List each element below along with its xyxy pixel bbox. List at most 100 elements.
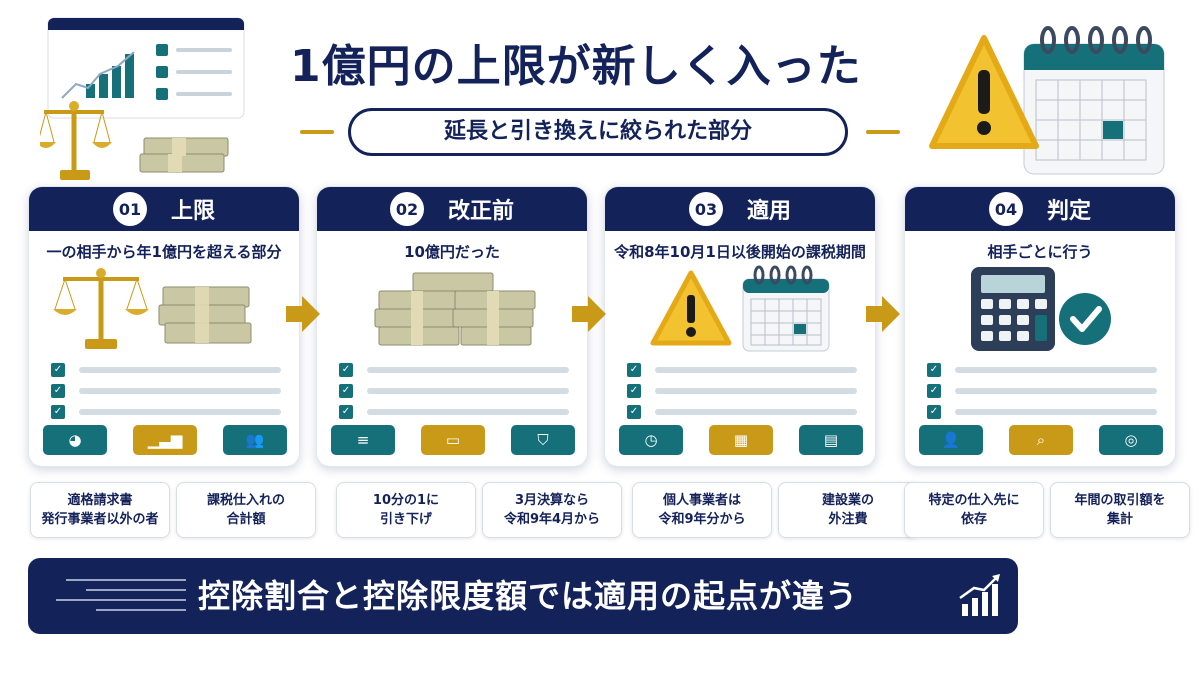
note-card: 適格請求書 発行事業者以外の者 xyxy=(30,482,170,538)
scales-money-illustration xyxy=(29,263,299,353)
checkbox-icon: ✓ xyxy=(627,404,641,419)
calendar-button[interactable]: ▦ xyxy=(709,425,773,455)
note-line: 適格請求書 xyxy=(67,493,133,508)
money-stacks-illustration xyxy=(317,263,587,353)
checkbox-icon: ✓ xyxy=(927,383,941,398)
note-line: 課税仕入れの xyxy=(206,493,285,508)
note-line: 10分の1に xyxy=(372,493,440,508)
summary-message: 控除割合と控除限度額では適用の起点が違う xyxy=(198,577,859,615)
note-line: 3月決算なら xyxy=(514,493,590,508)
page-title: 1億円の上限が新しく入った xyxy=(290,41,862,92)
note-line: 発行事業者以外の者 xyxy=(41,512,159,527)
step-number: 04 xyxy=(988,192,1023,226)
checkbox-icon: ✓ xyxy=(627,383,641,398)
users-icon: 👥 xyxy=(245,431,265,449)
shield-button[interactable]: ⛉ xyxy=(511,425,575,455)
note-card: 3月決算なら 令和9年4月から xyxy=(482,482,622,538)
card-description: 令和8年10月1日以後開始の課税期間 xyxy=(614,243,866,261)
shield-icon: ⛉ xyxy=(537,431,549,449)
placeholder-line xyxy=(955,387,1157,394)
step-number: 03 xyxy=(688,192,723,226)
calculator-check-illustration xyxy=(905,263,1175,353)
step-card-3: 03 適用 令和8年10月1日以後開始の課税期間 ✓ ✓ xyxy=(604,186,876,467)
database-button[interactable]: ≡ xyxy=(331,425,395,455)
note-card: 建設業の 外注費 xyxy=(778,482,918,538)
checkbox-icon: ✓ xyxy=(51,362,65,377)
speed-lines-icon xyxy=(56,579,186,611)
calendar-icon: ▦ xyxy=(733,431,749,449)
checkbox-icon: ✓ xyxy=(927,362,941,377)
card-header: 01 上限 xyxy=(29,187,299,231)
growth-chart-icon xyxy=(959,574,1000,616)
person-icon: 👤 xyxy=(941,431,961,449)
placeholder-line xyxy=(367,387,569,394)
placeholder-line xyxy=(367,408,569,415)
note-line: 年間の取引額を xyxy=(1074,493,1166,508)
header-dashboard-illustration xyxy=(36,14,250,184)
placeholder-line xyxy=(655,387,857,394)
bar-chart-button[interactable]: ▁▃▆ xyxy=(133,425,197,455)
checkbox-icon: ✓ xyxy=(627,362,641,377)
subtitle-banner: 延長と引き換えに絞られた部分 xyxy=(300,108,900,156)
note-line: 令和9年分から xyxy=(658,512,746,527)
placeholder-line xyxy=(655,408,857,415)
checkbox-icon: ✓ xyxy=(339,404,353,419)
card-header: 04 判定 xyxy=(905,187,1175,231)
clock-button[interactable]: ◷ xyxy=(619,425,683,455)
note-line: 外注費 xyxy=(828,512,868,527)
note-card: 個人事業者は 令和9年分から xyxy=(632,482,772,538)
document-button[interactable]: ▤ xyxy=(799,425,863,455)
document-icon: ▤ xyxy=(823,431,839,449)
subtitle: 延長と引き換えに絞られた部分 xyxy=(348,108,848,156)
step-number: 02 xyxy=(389,192,424,226)
placeholder-line xyxy=(367,366,569,373)
folder-button[interactable]: ▭ xyxy=(421,425,485,455)
note-line: 個人事業者は xyxy=(662,493,741,508)
checkbox-icon: ✓ xyxy=(51,383,65,398)
summary-banner: 控除割合と控除限度額では適用の起点が違う xyxy=(28,558,1018,634)
person-button[interactable]: 👤 xyxy=(919,425,983,455)
checkbox-icon: ✓ xyxy=(927,404,941,419)
search-button[interactable]: ⌕ xyxy=(1009,425,1073,455)
checklist: ✓ ✓ ✓ xyxy=(627,359,857,422)
step-number: 01 xyxy=(112,192,147,226)
checkbox-icon: ✓ xyxy=(339,383,353,398)
note-line: 特定の仕入先に xyxy=(928,493,1020,508)
note-line: 集計 xyxy=(1106,512,1133,527)
placeholder-line xyxy=(79,408,281,415)
arrow-right-icon xyxy=(572,296,606,332)
card-header: 03 適用 xyxy=(605,187,875,231)
bar-chart-icon: ▁▃▆ xyxy=(147,431,183,449)
card-heading: 改正前 xyxy=(447,199,514,224)
checkbox-icon: ✓ xyxy=(339,362,353,377)
warning-calendar-illustration xyxy=(605,263,875,353)
note-card: 10分の1に 引き下げ xyxy=(336,482,476,538)
coins-icon: ◎ xyxy=(1124,431,1138,449)
search-icon: ⌕ xyxy=(1036,431,1046,449)
placeholder-line xyxy=(79,366,281,373)
placeholder-line xyxy=(955,366,1157,373)
note-card: 年間の取引額を 集計 xyxy=(1050,482,1190,538)
pie-chart-button[interactable]: ◕ xyxy=(43,425,107,455)
checklist: ✓ ✓ ✓ xyxy=(339,359,569,422)
note-line: 引き下げ xyxy=(379,512,432,527)
pie-chart-icon: ◕ xyxy=(68,431,82,449)
subtitle-right-dash xyxy=(866,130,900,134)
users-button[interactable]: 👥 xyxy=(223,425,287,455)
header-warning-calendar-illustration xyxy=(924,18,1174,178)
coins-button[interactable]: ◎ xyxy=(1099,425,1163,455)
note-line: 依存 xyxy=(960,512,987,527)
database-icon: ≡ xyxy=(356,431,370,449)
step-card-4: 04 判定 相手ごとに行う ✓ ✓ ✓ 👤 ⌕ ◎ xyxy=(904,186,1176,467)
note-line: 令和9年4月から xyxy=(503,512,601,527)
placeholder-line xyxy=(955,408,1157,415)
card-description: 一の相手から年1億円を超える部分 xyxy=(46,243,282,261)
checklist: ✓ ✓ ✓ xyxy=(927,359,1157,422)
note-line: 合計額 xyxy=(226,512,266,527)
placeholder-line xyxy=(655,366,857,373)
arrow-right-icon xyxy=(866,296,900,332)
card-heading: 判定 xyxy=(1046,199,1091,224)
arrow-right-icon xyxy=(286,296,320,332)
placeholder-line xyxy=(79,387,281,394)
card-heading: 適用 xyxy=(746,199,791,224)
